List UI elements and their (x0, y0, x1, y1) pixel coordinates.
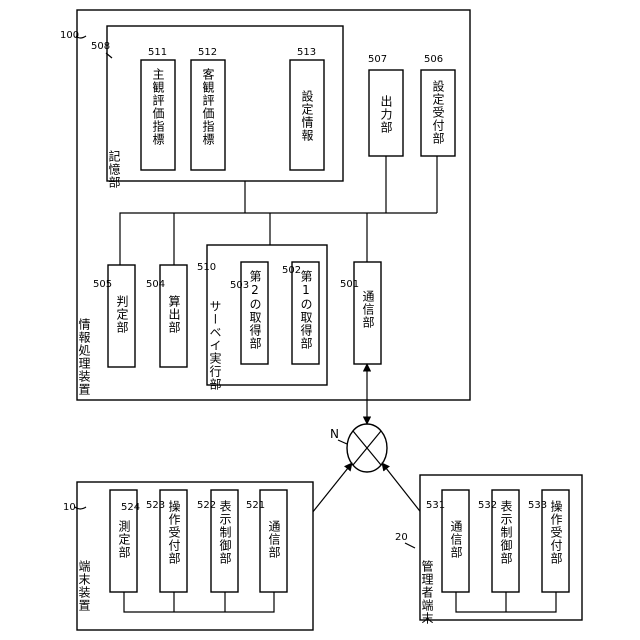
first-acquisition-ref: 502 (282, 265, 301, 276)
objective-index-ref: 512 (198, 47, 217, 58)
storage-label: 記憶部 (107, 149, 121, 189)
measurement-unit-label: 測定部 (117, 520, 131, 559)
setting-info-ref: 513 (297, 47, 316, 58)
second-acquisition-label: 第2の取得部 (248, 270, 262, 350)
admin-display-control-ref: 532 (478, 500, 497, 511)
survey-execution-label: サーベイ実行部 (208, 300, 222, 391)
network-label: N (330, 427, 339, 441)
terminal-communication-ref: 521 (246, 500, 265, 511)
subjective-index-label: 主観評価指標 (151, 68, 165, 146)
first-acquisition-label: 第1の取得部 (299, 270, 313, 350)
server-title: 情報処理装置 (77, 318, 91, 396)
output-unit-ref: 507 (368, 54, 387, 65)
admin-display-control-label: 表示制御部 (499, 500, 513, 565)
objective-index-label: 客観評価指標 (201, 67, 215, 146)
calculation-unit-label: 算出部 (167, 294, 181, 334)
judgment-unit-ref: 505 (93, 279, 112, 290)
terminal-communication-label: 通信部 (267, 520, 281, 559)
output-unit-label: 出力部 (379, 95, 393, 134)
terminal-operation-label: 操作受付部 (167, 499, 181, 565)
judgment-unit-label: 判定部 (115, 295, 129, 334)
subjective-index-ref: 511 (148, 47, 167, 58)
admin-ref: 20 (395, 532, 408, 543)
terminal-display-control-ref: 522 (197, 500, 216, 511)
terminal-ref: 10 (63, 502, 76, 513)
terminal-operation-ref: 523 (146, 500, 165, 511)
calculation-unit-ref: 504 (146, 279, 165, 290)
admin-operation-ref: 533 (528, 500, 547, 511)
server-ref: 100 (60, 30, 79, 41)
setting-info-label: 設定情報 (300, 89, 314, 142)
measurement-unit-ref: 524 (121, 502, 140, 513)
storage-ref: 508 (91, 41, 110, 52)
admin-ref-leader (405, 543, 415, 548)
admin-operation-label: 操作受付部 (549, 499, 563, 565)
admin-communication-label: 通信部 (449, 520, 463, 559)
second-acquisition-ref: 503 (230, 280, 249, 291)
network-label-leader (338, 440, 347, 444)
server-communication-label: 通信部 (361, 290, 375, 329)
settings-reception-ref: 506 (424, 54, 443, 65)
server-communication-ref: 501 (340, 279, 359, 290)
terminal-display-control-label: 表示制御部 (218, 500, 232, 565)
survey-execution-ref: 510 (197, 262, 216, 273)
admin-communication-ref: 531 (426, 500, 445, 511)
settings-reception-label: 設定受付部 (431, 79, 445, 145)
admin-title: 管理者端末 (420, 559, 434, 625)
terminal-title: 端末装置 (77, 560, 91, 612)
